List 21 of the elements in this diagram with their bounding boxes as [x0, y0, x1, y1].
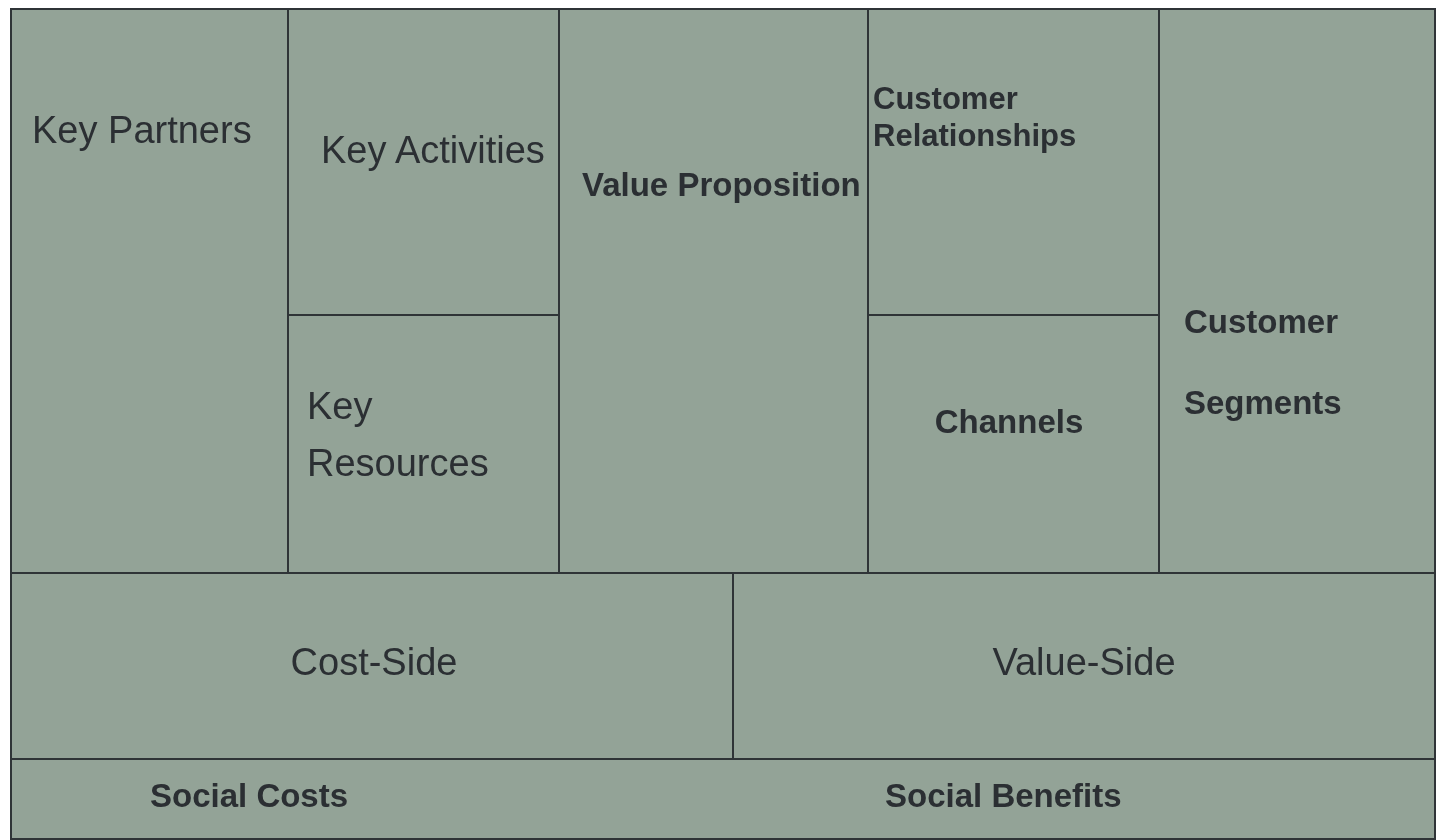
block-label: Value-Side — [991, 640, 1177, 685]
block-label: Value Proposition — [582, 165, 862, 205]
canvas-block — [10, 758, 1436, 840]
canvas-block — [867, 314, 1160, 574]
canvas-block — [867, 8, 1160, 316]
block-label: Social Costs — [150, 776, 350, 816]
canvas-block — [10, 572, 734, 760]
block-label: Key Activities — [321, 128, 546, 173]
block-label: Social Benefits — [885, 776, 1123, 816]
block-label: Key Resources — [307, 384, 490, 486]
canvas-block — [1158, 8, 1436, 574]
canvas-block — [732, 572, 1436, 760]
block-label: Cost-Side — [289, 640, 459, 685]
canvas-block — [287, 8, 560, 316]
canvas-block — [10, 8, 289, 574]
canvas-block — [558, 8, 869, 574]
block-label: Customer Relationships — [873, 80, 1078, 155]
block-label: Channels — [933, 402, 1085, 442]
canvas-block — [287, 314, 560, 574]
block-label: Customer Segments — [1184, 302, 1343, 423]
block-label: Key Partners — [32, 108, 253, 153]
